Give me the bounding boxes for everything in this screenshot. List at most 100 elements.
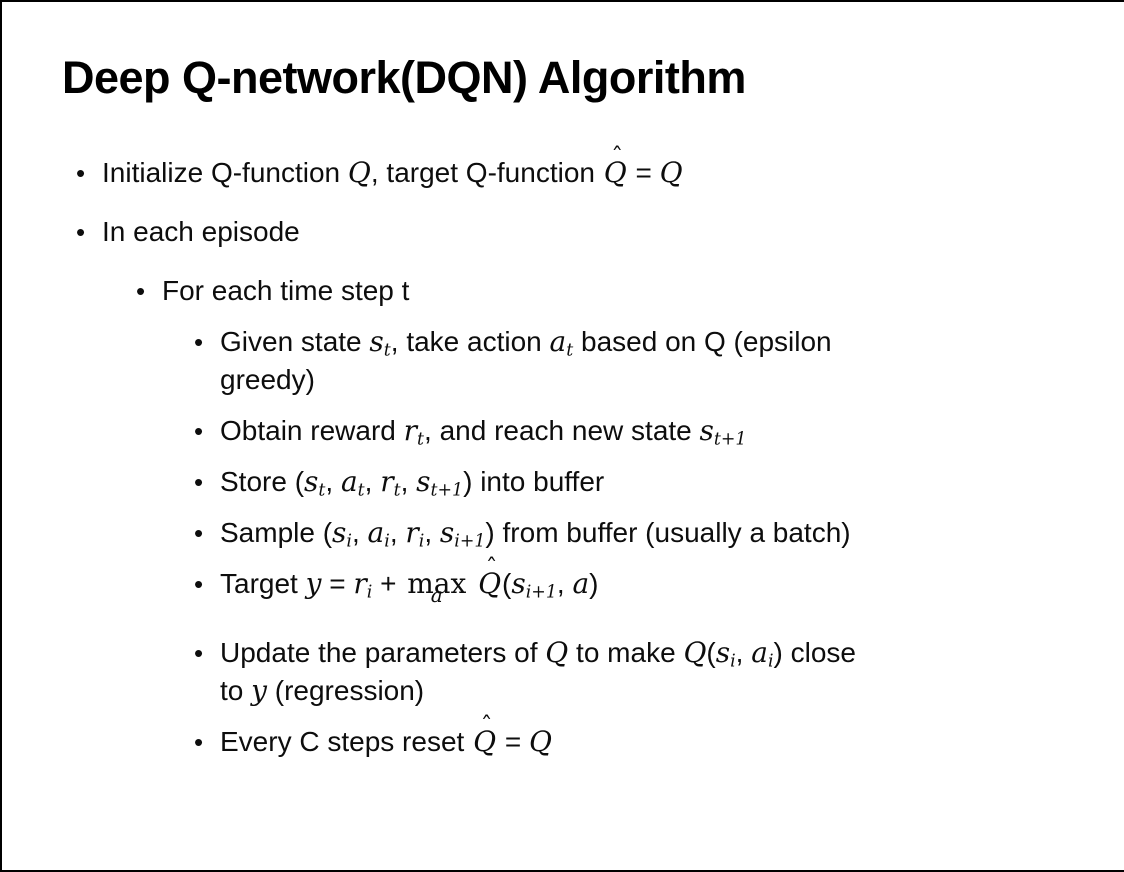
math-var-subscript: ri <box>353 566 373 603</box>
math-var: Q <box>683 635 707 669</box>
bullet-item: • For each time step t <box>62 272 1088 310</box>
hat-accent: ˆ <box>480 711 493 740</box>
math-var-subscript: st <box>369 324 391 361</box>
text-segment: ) close <box>773 636 856 668</box>
math-var-subscript: st <box>304 464 326 501</box>
bullet-text: Store (st, at, rt, st+1) into buffer <box>220 463 1088 501</box>
text-segment: , <box>424 516 440 548</box>
math-var-subscript: si <box>715 635 736 672</box>
math-var-subscript: at <box>340 464 365 501</box>
text-segment: ) from buffer (usually a batch) <box>485 516 851 548</box>
bullet-item: •Update the parameters of Q to make Q(si… <box>62 634 1088 710</box>
text-segment: Sample ( <box>220 516 333 548</box>
text-segment: Initialize Q-function <box>102 156 348 188</box>
math-var: Q <box>528 724 552 758</box>
bullet-text: In each episode <box>102 213 1088 251</box>
text-segment: ( <box>502 567 512 599</box>
text-segment: , <box>400 465 417 497</box>
bullet-marker: • <box>194 568 204 599</box>
math-var-subscript: ai <box>367 515 390 552</box>
text-segment: Obtain reward <box>220 414 404 446</box>
text-segment: = <box>497 725 529 757</box>
text-segment: greedy) <box>220 363 315 395</box>
text-segment: Store ( <box>220 465 305 497</box>
bullet-item: • Sample (si, ai, ri, si+1) from buffer (… <box>62 514 1088 552</box>
text-segment: ) into buffer <box>463 465 605 497</box>
text-segment: , <box>389 516 406 548</box>
text-segment: to <box>220 674 252 706</box>
math-var-subscript: st+1 <box>416 464 464 501</box>
text-segment: = <box>627 156 660 188</box>
bullet-text: Update the parameters of Q to make Q(si,… <box>220 634 1088 710</box>
bullet-text: Initialize Q-function Q, target Q-functi… <box>102 142 1088 192</box>
slide-title: Deep Q-network(DQN) Algorithm <box>62 52 746 103</box>
text-segment: For each time step t <box>162 274 410 306</box>
math-var: y <box>251 673 267 707</box>
math-var-subscript: rt <box>403 413 425 450</box>
math-var: Q <box>545 635 569 669</box>
bullet-marker: • <box>194 726 204 757</box>
text-segment: ( <box>706 636 716 668</box>
math-var: a <box>572 566 590 600</box>
bullet-list: •Initialize Q-function Q, target Q-funct… <box>62 142 1088 761</box>
bullet-marker: • <box>76 216 86 247</box>
bullet-item: • In each episode <box>62 213 1088 251</box>
text-segment: , target Q-function <box>370 156 603 188</box>
bullet-item: • Given state st, take action at based on… <box>62 323 1088 399</box>
bullet-marker: • <box>194 326 204 357</box>
math-var-subscript: si <box>332 515 352 552</box>
text-segment: , <box>735 636 752 668</box>
bullet-text: Obtain reward rt, and reach new state st… <box>220 412 1088 450</box>
text-segment: In each episode <box>102 215 300 247</box>
text-segment: , take action <box>390 325 550 357</box>
bullet-text: For each time step t <box>162 272 1088 310</box>
text-segment: + <box>372 567 405 599</box>
hat-accent: ˆ <box>611 142 624 171</box>
math-var-subscript: st+1 <box>699 413 747 450</box>
bullet-item: • Store (st, at, rt, st+1) into buffer <box>62 463 1088 501</box>
math-var-subscript: rt <box>380 464 401 501</box>
math-var: Q <box>659 155 683 189</box>
text-segment: based on Q (epsilon <box>573 325 832 357</box>
text-segment <box>469 568 477 599</box>
bullet-item: •Initialize Q-function Q, target Q-funct… <box>62 142 1088 192</box>
hat-accent: ˆ <box>485 553 498 582</box>
text-segment: ) <box>589 567 599 599</box>
bullet-marker: • <box>194 466 204 497</box>
math-var: y <box>305 566 322 600</box>
bullet-text: Given state st, take action at based on … <box>220 323 1088 399</box>
text-segment: , <box>556 567 573 599</box>
math-var-subscript: si+1 <box>511 566 557 603</box>
bullet-marker: • <box>194 637 204 668</box>
bullet-marker: • <box>194 517 204 548</box>
text-segment: Given state <box>220 325 370 357</box>
bullet-marker: • <box>194 415 204 446</box>
text-segment: , <box>351 516 368 548</box>
text-segment: , and reach new state <box>424 414 700 446</box>
math-var-subscript: si+1 <box>439 515 486 552</box>
text-segment: Every C steps reset <box>220 725 473 757</box>
text-segment: (regression) <box>266 674 425 706</box>
bullet-marker: • <box>76 157 86 188</box>
text-segment: Target <box>220 567 306 599</box>
text-segment: , <box>364 465 381 497</box>
math-var-subscript: at <box>549 324 574 361</box>
bullet-item: • Obtain reward rt, and reach new state s… <box>62 412 1088 450</box>
text-segment: to make <box>568 636 684 668</box>
bullet-text: Sample (si, ai, ri, si+1) from buffer (u… <box>220 514 1088 552</box>
bullet-marker: • <box>136 275 146 306</box>
math-var: Q <box>347 155 371 189</box>
math-var-subscript: ai <box>751 635 774 672</box>
text-segment: = <box>321 567 354 599</box>
text-segment: Update the parameters of <box>220 636 546 668</box>
